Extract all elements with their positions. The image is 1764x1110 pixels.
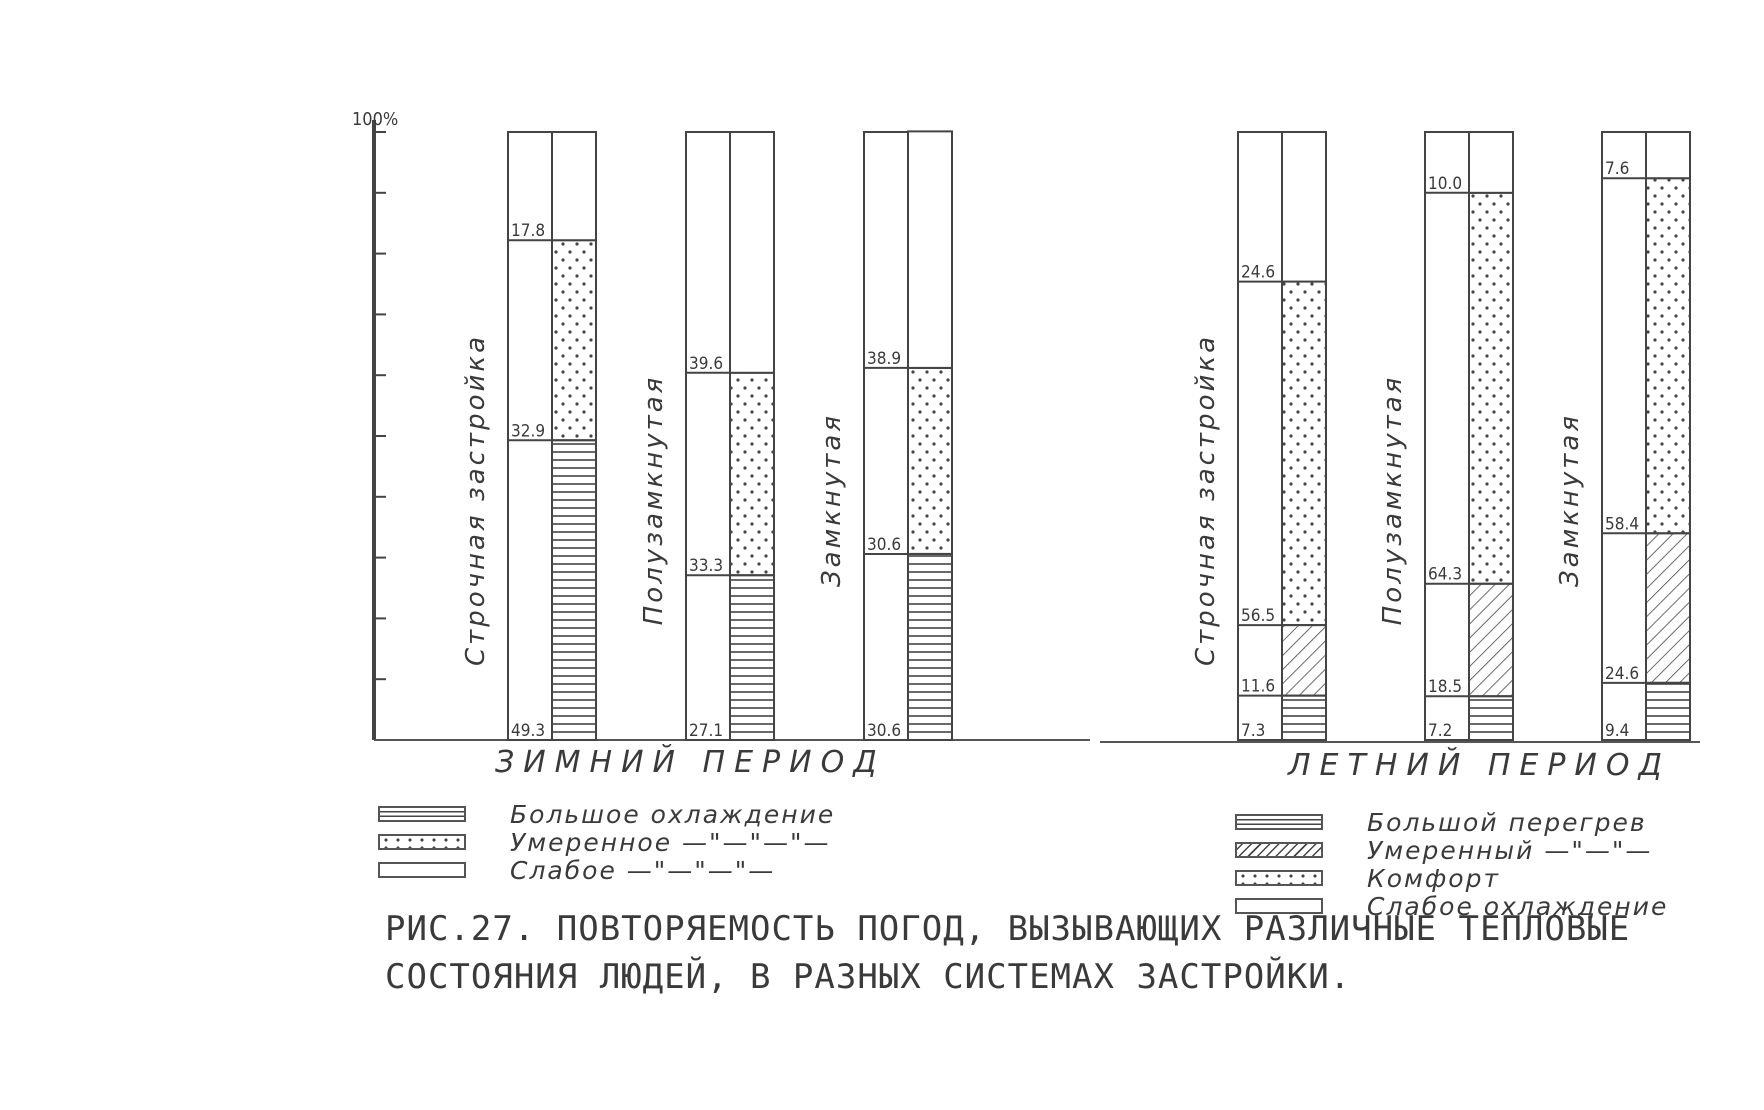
category-label: Строчная застройка: [1191, 334, 1221, 666]
bar-segment: [907, 552, 953, 742]
bar-segment: [551, 131, 597, 242]
bar-segment: [1645, 532, 1691, 684]
legend-item: Умеренный —"—"—: [1235, 835, 1668, 865]
category-label: Строчная застройка: [461, 334, 491, 666]
period-label-summer: ЛЕТНИЙ ПЕРИОД: [1287, 747, 1671, 783]
data-label: 24.6: [1605, 664, 1639, 684]
data-label: 56.5: [1241, 606, 1275, 626]
legend-swatch-blank: [378, 862, 466, 878]
data-label: 64.3: [1428, 565, 1462, 585]
figure-caption: Рис.27. Повторяемость погод, вызывающих …: [385, 905, 1725, 1001]
bar-left-column: [685, 131, 731, 741]
legend-swatch-hlines: [1235, 814, 1323, 830]
data-label: 27.1: [689, 721, 723, 741]
category-label: Полузамкнутая: [1378, 375, 1408, 626]
bar-segment: [1645, 681, 1691, 742]
data-label: 30.6: [867, 535, 901, 555]
bar-segment: [1645, 177, 1691, 535]
data-label: 39.6: [689, 354, 723, 374]
legend-swatch-dots: [1235, 870, 1323, 886]
data-label: 18.5: [1428, 677, 1462, 697]
bar-segment: [551, 439, 597, 741]
y-top-label: 100%: [352, 109, 398, 130]
legend-label: Большой перегрев: [1367, 807, 1647, 837]
data-label: 7.6: [1605, 159, 1629, 179]
data-label: 7.3: [1241, 721, 1265, 741]
legend-item: Умеренное —"—"—"—: [378, 827, 835, 857]
legend-label: Большое охлаждение: [510, 799, 836, 829]
bar-left-column: [1424, 131, 1470, 741]
legend-item: Слабое —"—"—"—: [378, 855, 835, 885]
legend-label: Комфорт: [1367, 863, 1501, 893]
bar-segment: [1281, 131, 1327, 283]
legend-label: Слабое охлаждение: [1367, 891, 1669, 921]
bar-segment: [1468, 582, 1514, 698]
bar-segment: [729, 371, 775, 577]
data-label: 38.9: [867, 349, 901, 369]
bar-left-column: [1237, 131, 1283, 741]
legend-item: Большой перегрев: [1235, 807, 1668, 837]
bar-segment: [729, 131, 775, 374]
category-label: Замкнутая: [817, 413, 847, 587]
legend-item: Большое охлаждение: [378, 799, 836, 829]
category-label: Полузамкнутая: [639, 375, 669, 626]
data-label: 32.9: [511, 421, 545, 441]
stacked-bar-chart: 100% ЗИМНИЙ ПЕРИОД ЛЕТНИЙ ПЕРИОД 49.3 32.9 1…: [352, 109, 1700, 783]
data-label: 9.4: [1605, 721, 1629, 741]
data-label: 49.3: [511, 721, 545, 741]
caption-line-1: Рис.27. Повторяемость погод, вызывающих …: [385, 909, 1631, 949]
bar-segment: [1281, 624, 1327, 697]
legend-swatch-blank: [1235, 898, 1323, 914]
legend-label: Умеренное —"—"—"—: [510, 827, 831, 857]
legend-swatch-diag: [1235, 842, 1323, 858]
legend-item: Слабое охлаждение: [1235, 891, 1669, 921]
bar-segment: [1468, 695, 1514, 741]
bar-segment: [1468, 191, 1514, 585]
bar-segment: [729, 574, 775, 741]
data-label: 33.3: [689, 556, 723, 576]
legend-swatch-hlines: [378, 806, 466, 822]
data-label: 58.4: [1605, 514, 1639, 534]
bar-segment: [1281, 280, 1327, 627]
data-label: 11.6: [1241, 677, 1275, 697]
data-label: 7.2: [1428, 721, 1452, 741]
data-label: 10.0: [1428, 174, 1462, 194]
bar-segment: [1645, 131, 1691, 180]
legend-summer: Большой перегрев Умеренный —"—"— Комфорт…: [1235, 807, 1669, 921]
bar-segment: [551, 239, 597, 442]
bar-left-column: [1601, 131, 1647, 741]
data-label: 24.6: [1241, 263, 1275, 283]
bar-segment: [907, 130, 953, 369]
legend-label: Умеренный —"—"—: [1367, 835, 1653, 865]
category-label: Замкнутая: [1555, 413, 1585, 587]
legend-winter: Большое охлаждение Умеренное —"—"—"— Сла…: [378, 799, 836, 885]
bar-segment: [907, 366, 953, 555]
bar-segment: [1468, 131, 1514, 194]
legend-label: Слабое —"—"—"—: [510, 855, 776, 885]
bar-segment: [1281, 694, 1327, 742]
legend-item: Комфорт: [1235, 863, 1668, 893]
legend-swatch-dots: [378, 834, 466, 850]
data-label: 30.6: [867, 721, 901, 741]
period-label-winter: ЗИМНИЙ ПЕРИОД: [495, 744, 886, 780]
caption-line-2: состояния людей, в разных системах застр…: [385, 957, 1352, 997]
data-label: 17.8: [511, 221, 545, 241]
bar-left-column: [863, 131, 909, 741]
